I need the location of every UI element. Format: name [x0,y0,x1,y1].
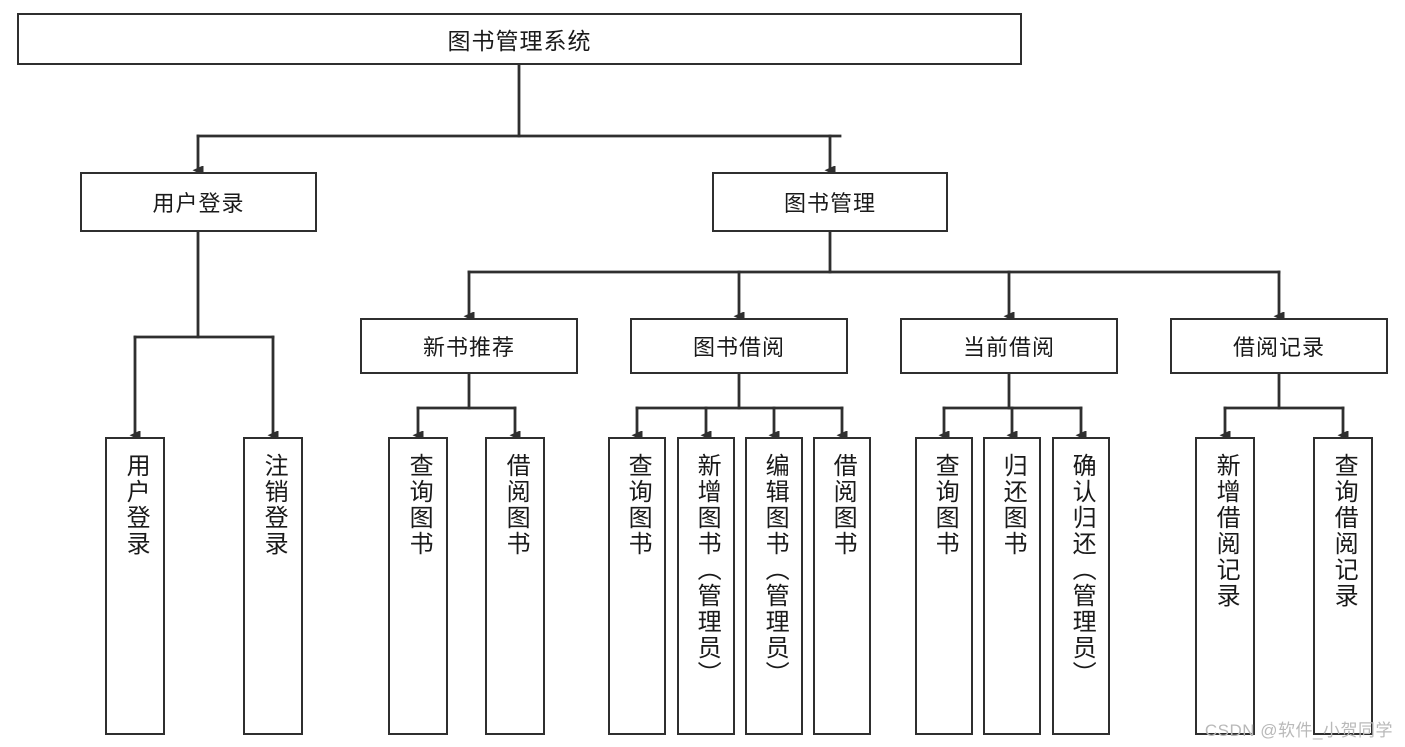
node-label: 用户登录 [152,191,245,216]
leaf-edit-book-admin[interactable]: 编辑图书（管理员） [745,437,803,735]
leaf-label: 新增借阅记录 [1212,453,1240,609]
leaf-label: 查询图书 [405,453,433,557]
leaf-label: 借阅图书 [502,453,530,557]
leaf-label: 编辑图书（管理员） [761,453,789,687]
leaf-label: 确认归还（管理员） [1068,453,1096,687]
node-label: 新书推荐 [422,335,515,360]
leaf-add-borrow-record[interactable]: 新增借阅记录 [1195,437,1255,735]
node-label: 图书借阅 [692,335,785,360]
node-borrow-record[interactable]: 借阅记录 [1170,318,1388,374]
leaf-logout[interactable]: 注销登录 [243,437,303,735]
leaf-label: 查询图书 [931,453,959,557]
node-label: 图书管理 [783,191,876,216]
leaf-label: 借阅图书 [829,453,857,557]
leaf-query-borrow-record[interactable]: 查询借阅记录 [1313,437,1373,735]
csdn-watermark: CSDN @软件_小贺同学 [1204,721,1393,740]
leaf-label: 用户登录 [122,453,150,557]
leaf-label: 新增图书（管理员） [693,453,721,687]
leaf-add-book-admin[interactable]: 新增图书（管理员） [677,437,735,735]
node-root-label: 图书管理系统 [447,28,592,54]
leaf-label: 注销登录 [260,453,288,557]
leaf-return-book[interactable]: 归还图书 [983,437,1041,735]
leaf-query-book-borrow[interactable]: 查询图书 [608,437,666,735]
leaf-query-book-current[interactable]: 查询图书 [915,437,973,735]
leaf-user-login[interactable]: 用户登录 [105,437,165,735]
leaf-query-book-recommend[interactable]: 查询图书 [388,437,448,735]
leaf-label: 查询借阅记录 [1330,453,1358,609]
node-new-book-recommend[interactable]: 新书推荐 [360,318,578,374]
node-book-borrow[interactable]: 图书借阅 [630,318,848,374]
node-current-borrow[interactable]: 当前借阅 [900,318,1118,374]
leaf-borrow-book[interactable]: 借阅图书 [813,437,871,735]
leaf-confirm-return-admin[interactable]: 确认归还（管理员） [1052,437,1110,735]
leaf-label: 归还图书 [999,453,1027,557]
node-label: 当前借阅 [962,335,1055,360]
leaf-borrow-book-recommend[interactable]: 借阅图书 [485,437,545,735]
node-book-management[interactable]: 图书管理 [712,172,948,232]
node-user-login[interactable]: 用户登录 [80,172,317,232]
node-label: 借阅记录 [1232,335,1325,360]
leaf-label: 查询图书 [624,453,652,557]
node-root-system[interactable]: 图书管理系统 [17,13,1022,65]
